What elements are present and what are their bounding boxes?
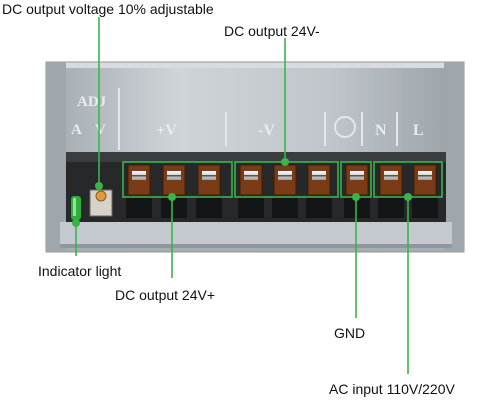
dot-indicator xyxy=(72,219,80,227)
terminal-block xyxy=(126,164,438,218)
terminal-minus-v-1 xyxy=(238,164,264,218)
label-voltage-adjust: DC output voltage 10% adjustable xyxy=(2,1,214,17)
terminal-gnd xyxy=(344,164,370,218)
marking-adj: ADJ xyxy=(77,94,107,110)
label-dc-output-plus: DC output 24V+ xyxy=(115,287,216,303)
marking-minus-v: -V xyxy=(258,122,275,139)
dot-voltage-adjust xyxy=(95,182,103,190)
terminal-n xyxy=(378,164,404,218)
dot-ac-input xyxy=(404,193,412,201)
marking-v: V xyxy=(95,122,106,138)
callout-dots xyxy=(72,158,412,227)
callout-box-dc-plus xyxy=(122,161,233,198)
terminal-plus-v-1 xyxy=(126,164,152,218)
label-indicator-light: Indicator light xyxy=(38,263,122,279)
marking-l: L xyxy=(413,122,424,139)
marking-n: N xyxy=(375,122,387,139)
terminal-l xyxy=(412,164,438,218)
terminal-minus-v-3 xyxy=(306,164,332,218)
dot-gnd xyxy=(352,193,360,201)
dot-dc-plus xyxy=(168,193,176,201)
trim-potentiometer xyxy=(89,189,113,217)
marking-a: A xyxy=(71,122,82,138)
ground-symbol-icon xyxy=(334,116,356,138)
terminal-plus-v-3 xyxy=(196,164,222,218)
dot-dc-minus xyxy=(281,158,289,166)
label-ac-input: AC input 110V/220V xyxy=(329,381,455,397)
terminal-plus-v-2 xyxy=(161,164,187,218)
label-dc-output-minus: DC output 24V- xyxy=(224,23,320,39)
marking-plus-v: +V xyxy=(156,122,177,139)
label-gnd: GND xyxy=(334,325,366,341)
terminal-minus-v-2 xyxy=(272,164,298,218)
indicator-led xyxy=(71,196,81,220)
